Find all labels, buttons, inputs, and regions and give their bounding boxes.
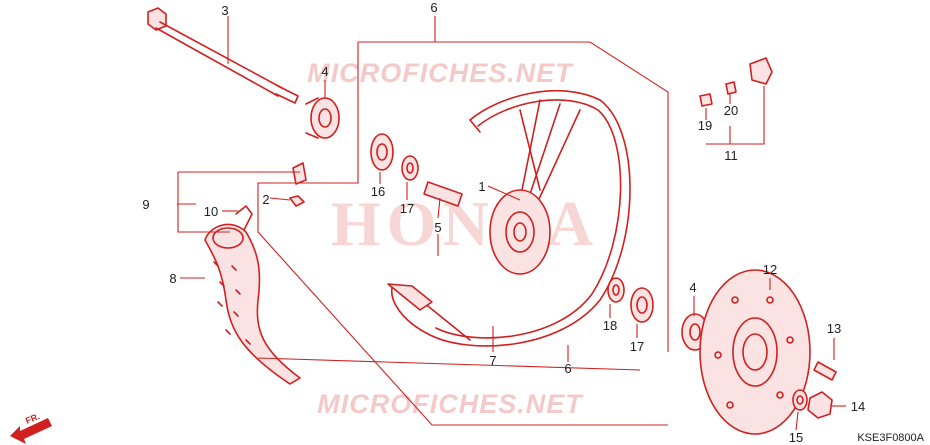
callout-4-lower: 4 xyxy=(689,280,696,295)
bearing-left-17[interactable] xyxy=(370,133,394,171)
callout-18-left: 17 xyxy=(400,201,414,216)
callout-3: 3 xyxy=(221,3,228,18)
callout-17-left: 16 xyxy=(371,184,385,199)
screw-20-part[interactable] xyxy=(725,81,737,95)
callout-12: 11 xyxy=(724,148,738,163)
wheel-assembly-outline xyxy=(257,41,669,426)
callout-20: 20 xyxy=(724,103,738,118)
valve-nut-part[interactable] xyxy=(289,195,305,207)
callout-2: 2 xyxy=(262,192,269,207)
valve-cap-part[interactable] xyxy=(292,162,307,185)
callout-14: 13 xyxy=(827,321,841,336)
side-collar-upper[interactable] xyxy=(305,97,340,139)
callout-9: 8 xyxy=(169,271,176,286)
site-watermark-top: MICROFICHES.NET xyxy=(307,58,574,88)
callout-1: 1 xyxy=(478,179,485,194)
callout-15: 14 xyxy=(851,399,865,414)
disc-bolt-part[interactable] xyxy=(813,361,837,381)
callout-11: 10 xyxy=(204,204,218,219)
hub-part[interactable] xyxy=(489,189,551,275)
washer-part[interactable] xyxy=(792,389,808,411)
bearing-right-18[interactable] xyxy=(607,277,625,303)
tube-part[interactable] xyxy=(204,223,301,385)
callout-17-right: 17 xyxy=(630,339,644,354)
site-watermark-bottom: MICROFICHES.NET xyxy=(317,389,584,419)
callout-19: 19 xyxy=(698,118,712,133)
bearing-left-18[interactable] xyxy=(401,155,419,181)
bearing-right-17[interactable] xyxy=(630,287,654,323)
distance-collar-part[interactable] xyxy=(423,181,463,207)
diagram-code: KSE3F0800A xyxy=(857,432,924,444)
axle-part[interactable] xyxy=(147,7,299,104)
callout-13: 12 xyxy=(763,262,777,277)
brake-disc-part[interactable] xyxy=(699,269,811,435)
disc-nut-part[interactable] xyxy=(807,391,833,419)
leader-lines xyxy=(177,16,846,431)
callout-8: 7 xyxy=(489,353,496,368)
callout-16: 15 xyxy=(789,430,803,445)
callout-6: 6 xyxy=(564,361,571,376)
callout-10: 9 xyxy=(142,197,149,212)
front-direction-arrow: FR. xyxy=(10,411,52,444)
pulser-bracket-part[interactable] xyxy=(749,57,773,85)
spokes-part[interactable] xyxy=(519,99,581,211)
nut-19-part[interactable] xyxy=(699,93,713,107)
callout-4-upper: 4 xyxy=(321,64,328,79)
rim-strip-part[interactable] xyxy=(235,205,253,231)
callout-5: 5 xyxy=(434,220,441,235)
callout-18-right: 18 xyxy=(603,318,617,333)
callout-7: 6 xyxy=(430,0,437,15)
